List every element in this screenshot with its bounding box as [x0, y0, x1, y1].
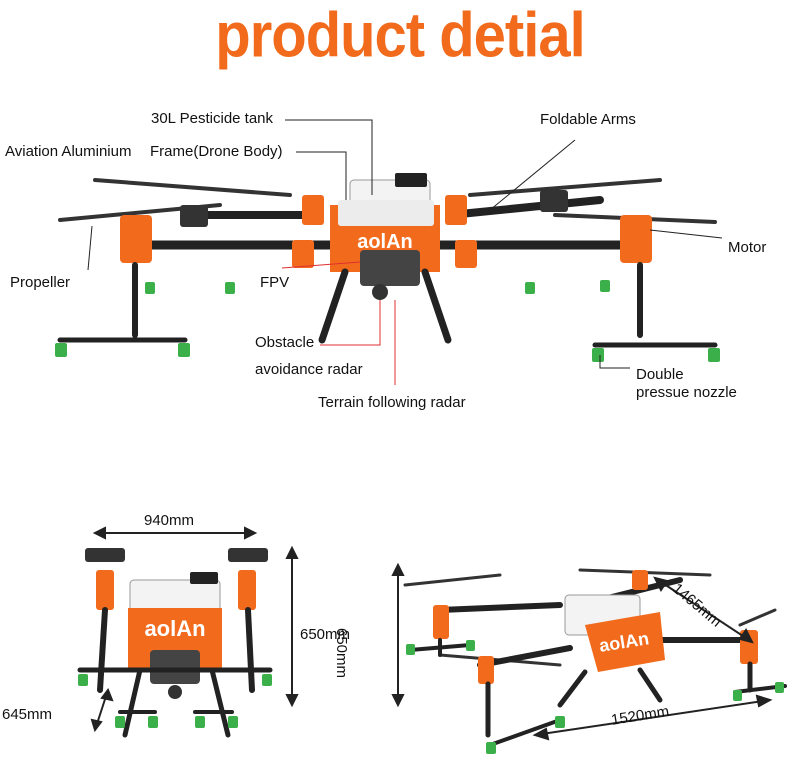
label-terrain: Terrain following radar [318, 394, 466, 411]
label-frame-right: Frame(Drone Body) [150, 143, 283, 160]
front-view-drone [77, 548, 273, 738]
top-drone [55, 173, 720, 362]
label-arms: Foldable Arms [540, 111, 636, 128]
brand-logo-top: aolAn [357, 231, 413, 253]
label-tank: 30L Pesticide tank [151, 110, 274, 127]
dim-height-side: 650mm [333, 628, 350, 679]
page-title: product detial [215, 0, 585, 71]
dim-width: 940mm [144, 512, 195, 529]
brand-logo-front: aolAn [144, 616, 205, 641]
label-frame-left: Aviation Aluminium [5, 143, 132, 160]
label-nozzle-1: Double [636, 366, 684, 383]
dim-depth: 645mm [2, 706, 53, 723]
label-nozzle-2: pressue nozzle [636, 384, 737, 401]
label-fpv: FPV [260, 274, 290, 291]
label-propeller: Propeller [10, 274, 71, 291]
label-obstacle-2: avoidance radar [255, 361, 363, 378]
dim-height-front: 650mm [300, 626, 351, 643]
label-motor: Motor [728, 239, 767, 256]
label-obstacle-1: Obstacle [255, 334, 315, 351]
